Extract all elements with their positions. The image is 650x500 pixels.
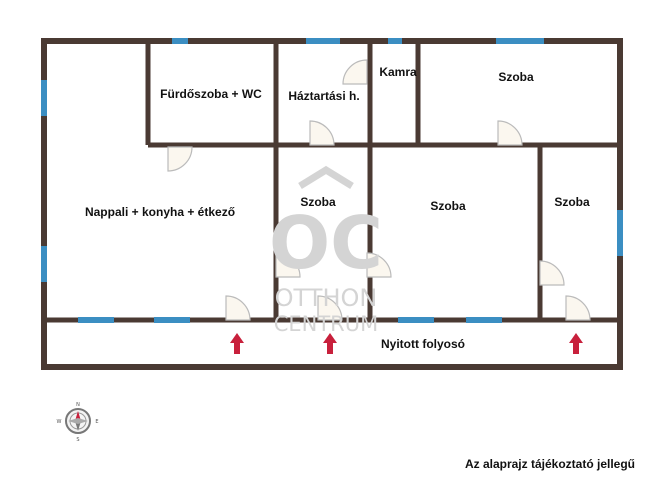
door-bathroom [167, 146, 193, 172]
room-label-center: Szoba [430, 199, 466, 213]
room-label-pantry: Kamra [379, 65, 417, 79]
room-label-bathroom: Fürdőszoba + WC [160, 87, 262, 101]
window-corridor-1 [78, 317, 114, 323]
compass-w: W [57, 419, 62, 425]
entrance-arrow-icon [323, 333, 337, 354]
watermark-line2: CENTRUM [274, 312, 379, 336]
room-label-utility: Háztartási h. [288, 89, 359, 103]
entrance-arrow-icon [569, 333, 583, 354]
room-label-top-right: Szoba [498, 70, 534, 84]
room-label-corridor: Nyitott folyosó [381, 337, 465, 351]
compass-s: S [76, 437, 79, 443]
disclaimer-note: Az alaprajz tájékoztató jellegű [464, 457, 635, 471]
room-label-center-left: Szoba [300, 195, 336, 209]
door-room-right [539, 260, 565, 286]
window-left-upper [41, 80, 47, 116]
door-room-right-corridor [565, 295, 591, 321]
compass-icon: N S E W [57, 402, 99, 443]
window-room-top-right [496, 38, 544, 44]
window-utility [306, 38, 340, 44]
door-room-center [366, 252, 392, 278]
room-label-right: Szoba [554, 195, 590, 209]
door-room-center-left [275, 252, 301, 278]
door-living-corridor [225, 295, 251, 321]
door-room-top-right [497, 120, 523, 146]
windows [41, 38, 623, 323]
window-corridor-3 [398, 317, 434, 323]
door-utility-upper [342, 59, 368, 85]
entrance-arrow-icon [230, 333, 244, 354]
compass-n: N [76, 402, 80, 408]
entrance-arrows [230, 333, 583, 354]
watermark-logo: OC [269, 201, 383, 285]
door-utility-lower [309, 120, 335, 146]
window-right [617, 210, 623, 256]
compass-e: E [95, 419, 98, 425]
watermark-line1: OTTHON [275, 284, 378, 312]
window-left-lower [41, 246, 47, 282]
window-bathroom [172, 38, 188, 44]
window-corridor-4 [466, 317, 502, 323]
watermark: OC OTTHON CENTRUM [269, 165, 383, 336]
room-label-living: Nappali + konyha + étkező [85, 205, 235, 219]
window-pantry [388, 38, 402, 44]
watermark-roof-icon [298, 165, 354, 189]
door-room-center-left-corridor [317, 295, 343, 321]
doors [167, 59, 591, 321]
window-corridor-2 [154, 317, 190, 323]
